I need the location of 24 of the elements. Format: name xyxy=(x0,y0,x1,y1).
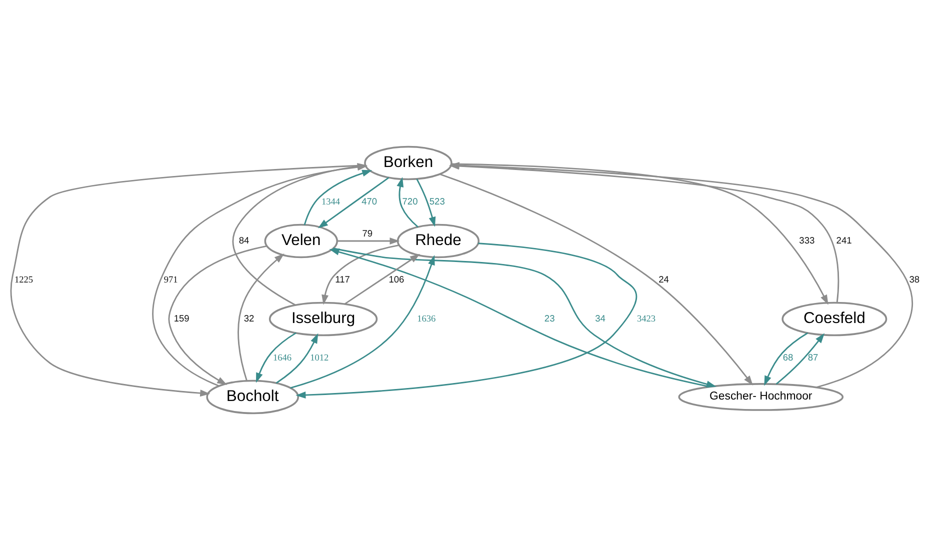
edge-label: 470 xyxy=(362,196,378,206)
edge-label: 333 xyxy=(799,234,815,245)
edge-label: 159 xyxy=(174,312,190,323)
edge-label: 523 xyxy=(429,196,445,206)
edge-label: 117 xyxy=(335,274,350,284)
edge-label: 84 xyxy=(238,234,250,245)
edge-label: 1012 xyxy=(310,352,329,363)
edge-label: 79 xyxy=(362,228,373,238)
edge-label: 1636 xyxy=(417,314,436,324)
edge-label: 971 xyxy=(164,274,178,285)
edge-label: 32 xyxy=(244,312,254,323)
edge-label: 1344 xyxy=(322,196,340,207)
edge-label: 1225 xyxy=(14,274,34,285)
edge-label: 87 xyxy=(808,352,818,362)
edge-label: 720 xyxy=(402,196,418,206)
edge-label: 24 xyxy=(658,274,669,284)
edge-label: 68 xyxy=(782,352,794,362)
edge-label: 3423 xyxy=(637,314,656,324)
edge-label: 106 xyxy=(388,274,404,284)
edge-label: 1646 xyxy=(272,352,292,363)
edge-label: 34 xyxy=(595,312,606,323)
edge-label: 241 xyxy=(836,234,852,245)
edge-label: 23 xyxy=(544,312,555,323)
edge-label: 38 xyxy=(909,274,920,284)
